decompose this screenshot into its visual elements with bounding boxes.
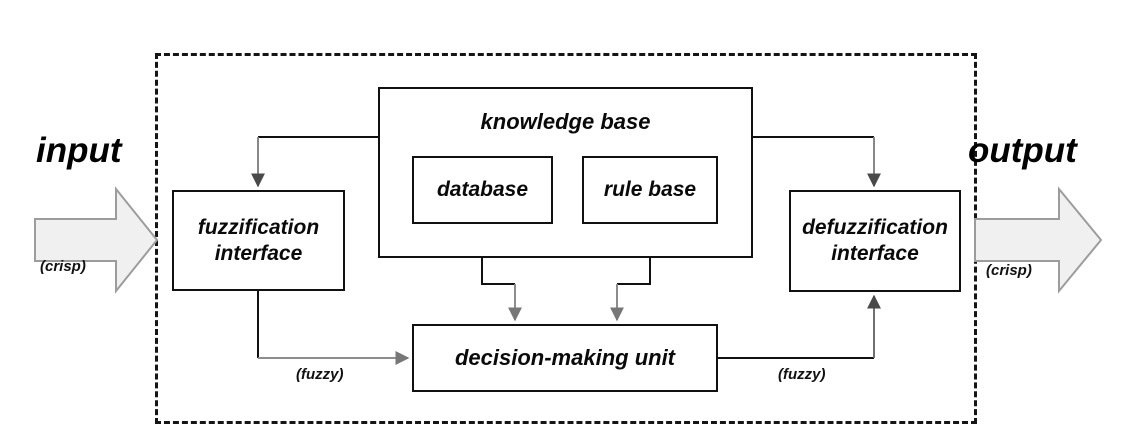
rule-base-label: rule base xyxy=(603,178,697,202)
input-arrow xyxy=(34,186,159,294)
database-label: database xyxy=(436,178,529,202)
database-box[interactable]: database xyxy=(412,156,553,224)
fuzzification-interface-label: fuzzification interface xyxy=(192,215,325,266)
wire-decision-making-unit-to-defuzzification xyxy=(718,294,881,359)
decision-making-unit-box[interactable]: decision-making unit xyxy=(412,324,718,392)
fuzzy-left-label: (fuzzy) xyxy=(296,366,344,383)
fuzzification-line-2: interface xyxy=(214,241,303,265)
rule-base-box[interactable]: rule base xyxy=(582,156,718,224)
wire-knowledgebase-to-defuzzification xyxy=(753,136,881,188)
wire-knowledgebase-to-fuzzification xyxy=(251,136,378,188)
fuzzy-right-label: (fuzzy) xyxy=(778,366,826,383)
decision-making-unit-label: decision-making unit xyxy=(454,344,676,370)
crisp-input-label: (crisp) xyxy=(40,258,86,275)
fuzzification-interface-box[interactable]: fuzzification interface xyxy=(172,190,345,291)
defuzzification-interface-label: defuzzification interface xyxy=(796,215,954,266)
wire-fuzzification-to-decision-making-unit xyxy=(257,291,410,365)
knowledge-base-label: knowledge base xyxy=(480,109,651,134)
defuzzification-interface-box[interactable]: defuzzification interface xyxy=(789,190,961,292)
input-label: input xyxy=(36,131,122,170)
defuzzification-line-2: interface xyxy=(831,242,919,265)
output-label: output xyxy=(968,131,1077,170)
defuzzification-line-1: defuzzification xyxy=(802,216,948,240)
output-arrow xyxy=(974,186,1103,294)
fuzzification-line-1: fuzzification xyxy=(197,215,320,239)
crisp-output-label: (crisp) xyxy=(986,262,1032,279)
